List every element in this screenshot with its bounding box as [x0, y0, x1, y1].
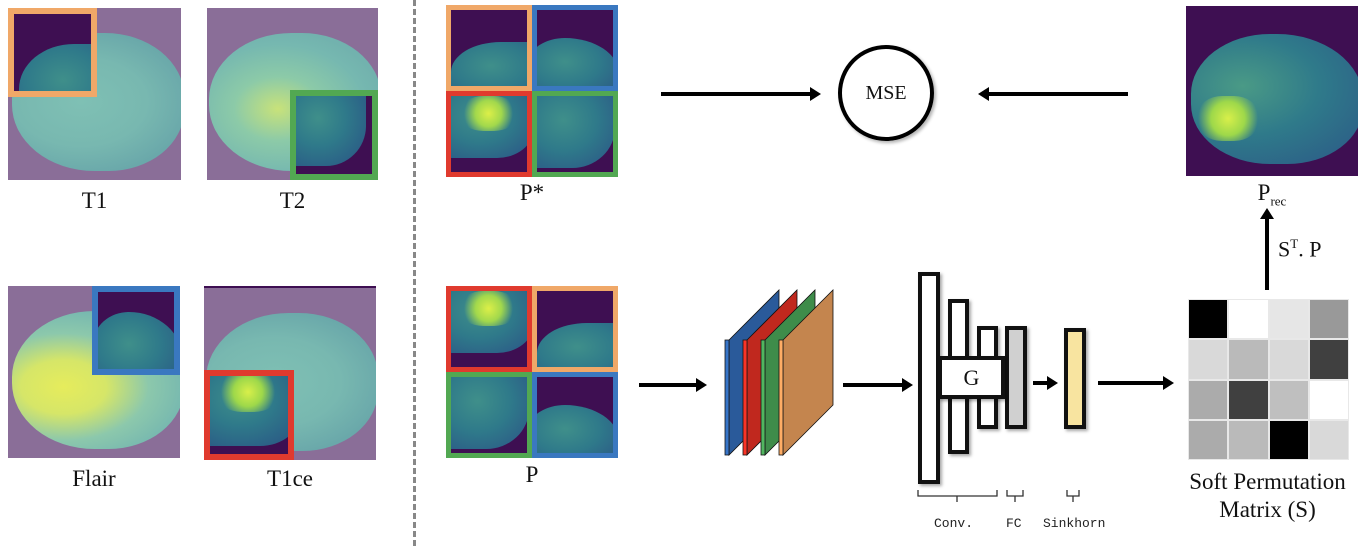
- permutation-matrix-label: Soft Permutation Matrix (S): [1160, 468, 1368, 524]
- feature-plate-orange: [778, 289, 834, 456]
- matrix-cell-0-3: [1308, 299, 1349, 340]
- matrix-cell-2-0: [1188, 379, 1229, 420]
- tile-blue: [532, 372, 618, 458]
- input-puzzle-label: P: [525, 462, 539, 487]
- matrix-cell-3-0: [1188, 419, 1229, 460]
- arrow-matrix-to-reconstructed: [1260, 208, 1274, 290]
- matrix-label-line2: Matrix (S): [1219, 497, 1316, 522]
- modality-label: Flair: [72, 466, 116, 491]
- arrow-stack-to-network: [843, 378, 913, 392]
- network-braces: [917, 490, 1080, 502]
- tile-green: [446, 372, 532, 458]
- tile-red: [446, 286, 532, 372]
- matrix-cell-1-1: [1228, 339, 1269, 380]
- arrow-input-to-stack: [639, 378, 707, 392]
- brain-image-t1: [8, 8, 181, 180]
- modality-label: T1: [81, 188, 108, 213]
- patch-blue: [92, 286, 180, 375]
- matrix-label-line1: Soft Permutation: [1189, 469, 1346, 494]
- brain-image-flair: [8, 286, 180, 458]
- reconstructed-label-main: P: [1257, 180, 1271, 205]
- mse-label: MSE: [865, 81, 907, 104]
- fc-brace: [1006, 490, 1024, 502]
- g-block-label: G: [963, 364, 980, 390]
- sinkhorn-layer: [1064, 328, 1086, 429]
- fc-layer: [1005, 326, 1027, 429]
- modality-label: T1ce: [267, 466, 313, 491]
- patch-green: [290, 90, 378, 180]
- permutation-matrix: [1188, 299, 1349, 460]
- matrix-cell-1-2: [1268, 339, 1309, 380]
- tile-red: [446, 91, 532, 177]
- arrow-reconstructed-to-mse: [978, 87, 1128, 101]
- matrix-cell-3-2: [1268, 419, 1309, 460]
- brace-label-fc: FC: [1006, 516, 1022, 531]
- transform-label: ST. P: [1278, 236, 1322, 262]
- patch-red: [204, 370, 294, 460]
- matrix-cell-2-3: [1308, 379, 1349, 420]
- reconstructed-label-sub: rec: [1270, 193, 1287, 209]
- mse-node: MSE: [838, 45, 934, 141]
- matrix-cell-2-2: [1268, 379, 1309, 420]
- sinkhorn-brace: [1066, 490, 1080, 502]
- matrix-cell-3-3: [1308, 419, 1349, 460]
- brace-label-sinkhorn: Sinkhorn: [1043, 516, 1106, 531]
- reconstructed-image: [1186, 6, 1358, 176]
- tile-orange: [446, 5, 532, 91]
- tile-green: [532, 91, 618, 177]
- brain-image-t2: [207, 8, 378, 180]
- brace-label-conv: Conv.: [934, 516, 974, 531]
- arrow-fc-to-sinkhorn: [1033, 376, 1058, 390]
- matrix-cell-0-1: [1228, 299, 1269, 340]
- target-puzzle-label: P*: [519, 180, 545, 205]
- matrix-cell-3-1: [1228, 419, 1269, 460]
- conv-brace: [917, 490, 998, 502]
- modality-label: T2: [279, 188, 306, 213]
- g-block: G: [938, 356, 1005, 399]
- section-divider: [413, 0, 416, 546]
- matrix-cell-0-2: [1268, 299, 1309, 340]
- tile-orange: [532, 286, 618, 372]
- tile-blue: [532, 5, 618, 91]
- brain-image-t1ce: [204, 286, 376, 460]
- arrow-target-to-mse: [661, 87, 821, 101]
- arrow-sinkhorn-to-matrix: [1098, 376, 1174, 390]
- matrix-cell-1-0: [1188, 339, 1229, 380]
- conv-layer-1: [918, 272, 940, 484]
- matrix-cell-0-0: [1188, 299, 1229, 340]
- feature-stack: [724, 289, 834, 456]
- patch-orange: [8, 8, 97, 97]
- matrix-cell-2-1: [1228, 379, 1269, 420]
- matrix-cell-1-3: [1308, 339, 1349, 380]
- reconstructed-label: Prec: [1186, 180, 1358, 210]
